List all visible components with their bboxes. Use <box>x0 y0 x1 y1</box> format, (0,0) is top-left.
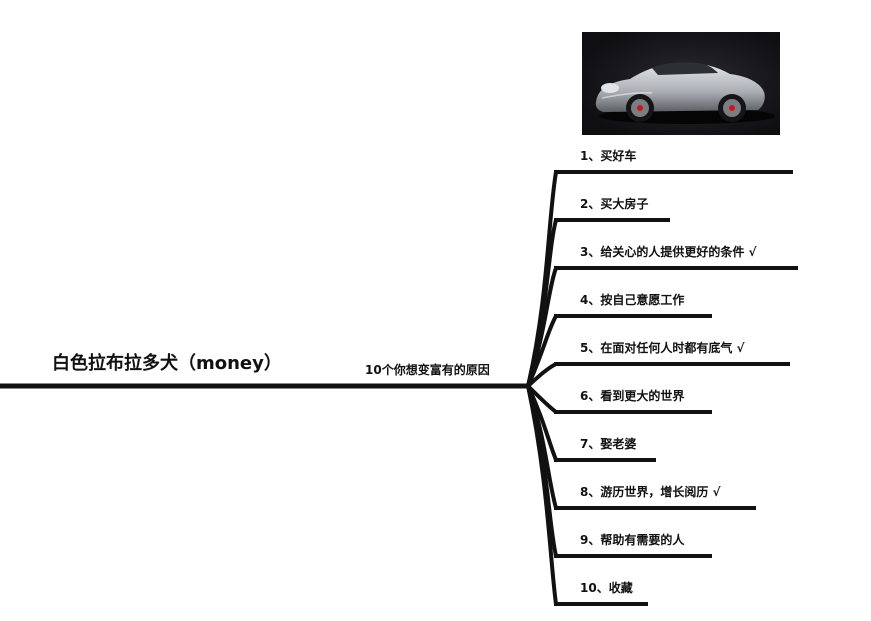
connector-item-10 <box>526 385 558 605</box>
list-item-2: 2、买大房子 <box>580 197 649 211</box>
list-item-8: 8、游历世界，增长阅历 √ <box>580 485 721 499</box>
root-topic-label: 白色拉布拉多犬（money） <box>52 353 282 374</box>
list-item-5: 5、在面对任何人时都有底气 √ <box>580 341 745 355</box>
list-item-3: 3、给关心的人提供更好的条件 √ <box>580 245 757 259</box>
list-item-4: 4、按自己意愿工作 <box>580 293 685 307</box>
connector-item-4 <box>526 315 558 387</box>
list-item-1: 1、买好车 <box>580 149 637 163</box>
connector-item-5 <box>526 362 557 388</box>
car-photo <box>582 32 780 135</box>
connector-item-3 <box>526 267 558 387</box>
list-item-9: 9、帮助有需要的人 <box>580 533 685 547</box>
list-item-7: 7、娶老婆 <box>580 437 637 451</box>
main-branch-label: 10个你想变富有的原因 <box>365 363 490 377</box>
list-item-6: 6、看到更大的世界 <box>580 389 685 403</box>
list-item-10: 10、收藏 <box>580 581 633 595</box>
